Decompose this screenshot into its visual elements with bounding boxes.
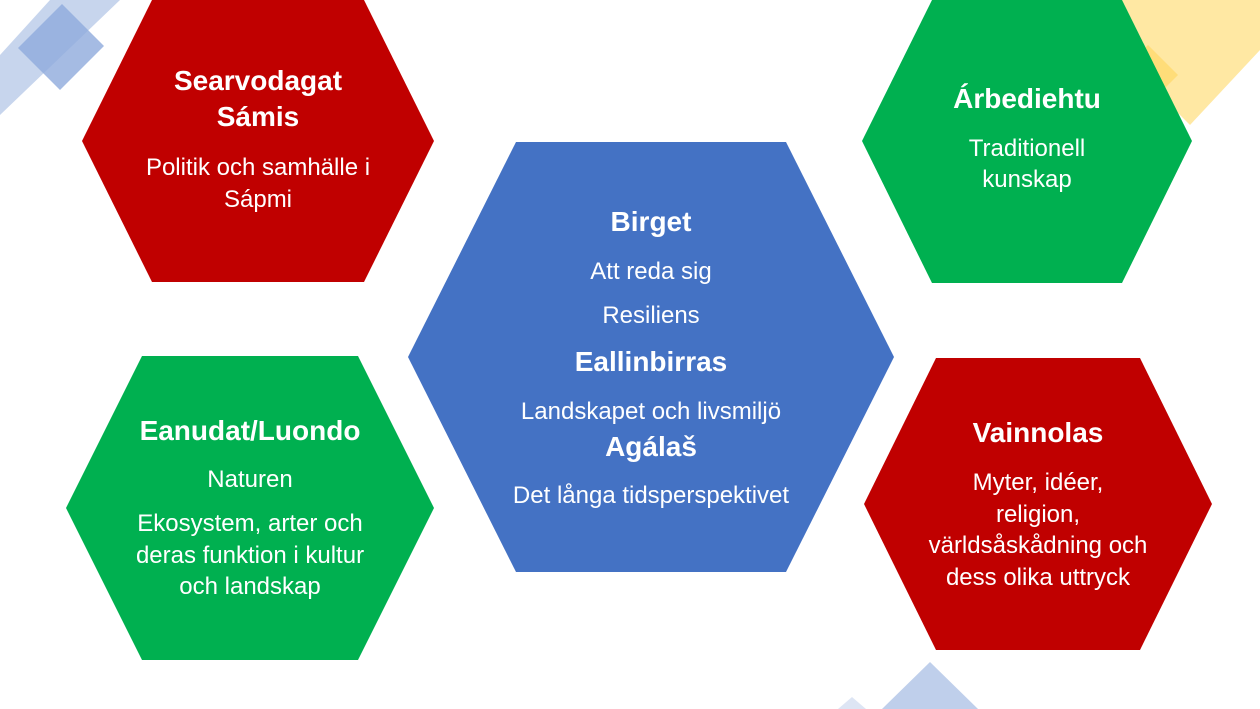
hexagon-title: Vainnolas bbox=[972, 417, 1104, 448]
hexagon-title: Eanudat/Luondo bbox=[139, 415, 361, 446]
hexagon-line-4: dess olika uttryck bbox=[945, 564, 1131, 591]
hexagon-line-3: världsåskådning och bbox=[928, 532, 1148, 559]
hexagon-description-line-1: Politik och samhälle i bbox=[145, 154, 371, 181]
hexagon-shape bbox=[862, 0, 1192, 283]
hexagon-description-line-2: Sápmi bbox=[223, 186, 293, 213]
deco-diamond-bottom-small bbox=[838, 697, 866, 709]
hexagon-title-line-1: Searvodagat bbox=[173, 65, 343, 96]
hexagon-line-4: och landskap bbox=[179, 573, 321, 600]
center-section-1-title: Birget bbox=[610, 206, 692, 237]
center-section-2-title: Eallinbirras bbox=[574, 346, 728, 377]
hexagon-searvodagat-samis: Searvodagat Sámis Politik och samhälle i… bbox=[82, 0, 434, 282]
hexagon-shape bbox=[82, 0, 434, 282]
hexagon-shape bbox=[864, 358, 1212, 650]
center-section-3-title: Agálaš bbox=[605, 431, 697, 462]
hexagon-arbediehtu: Árbediehtu Traditionell kunskap bbox=[862, 0, 1192, 283]
center-section-2-line-1: Landskapet och livsmiljö bbox=[520, 398, 782, 425]
hexagon-title-line-2: Sámis bbox=[216, 101, 300, 132]
center-section-1-line-2: Resiliens bbox=[602, 302, 700, 329]
hexagon-vainnolas: Vainnolas Myter, idéer, religion, världs… bbox=[864, 358, 1212, 650]
hexagon-shape bbox=[408, 142, 894, 572]
hexagon-description-line-2: kunskap bbox=[982, 166, 1072, 193]
center-section-3-line-1: Det långa tidsperspektivet bbox=[512, 482, 790, 509]
hexagon-line-1: Myter, idéer, bbox=[972, 469, 1104, 496]
hexagon-line-2: Ekosystem, arter och bbox=[137, 510, 363, 537]
hexagon-line-3: deras funktion i kultur bbox=[135, 542, 365, 569]
hexagon-shape bbox=[66, 356, 434, 660]
hexagon-title: Árbediehtu bbox=[953, 83, 1101, 114]
deco-diamond-bottom bbox=[882, 662, 978, 709]
hexagon-line-2: religion, bbox=[995, 501, 1081, 528]
deco-diamond-top-left-inner bbox=[18, 4, 104, 90]
deco-diamond-top-right bbox=[1118, 0, 1260, 125]
center-section-1-line-1: Att reda sig bbox=[590, 258, 712, 285]
hexagon-center-birget: Birget Att reda sig Resiliens Eallinbirr… bbox=[408, 142, 894, 572]
hexagon-description-line-1: Traditionell bbox=[968, 135, 1086, 162]
hexagon-line-1: Naturen bbox=[207, 466, 293, 493]
hexagon-eanudat-luondo: Eanudat/Luondo Naturen Ekosystem, arter … bbox=[66, 356, 434, 660]
